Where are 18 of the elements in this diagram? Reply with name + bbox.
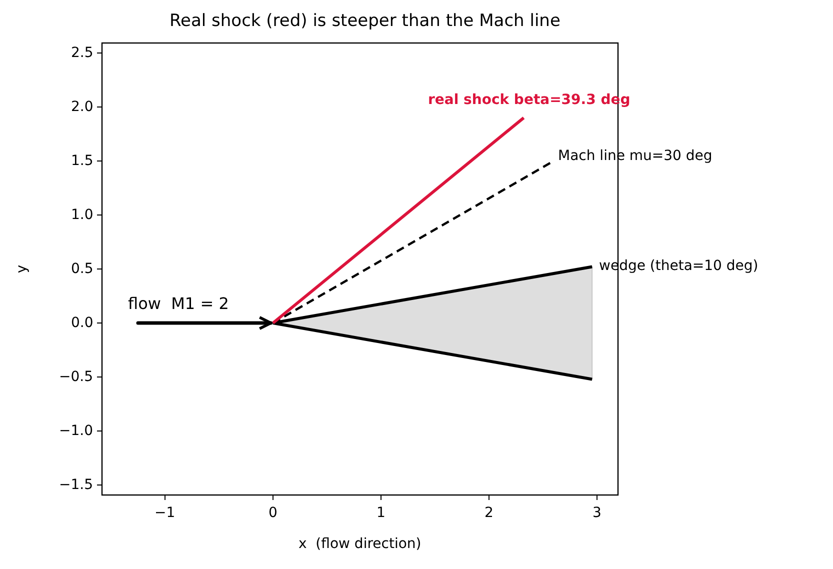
tick-label: 2.5 [71,46,94,60]
tick-label: 2.0 [71,100,94,114]
tick-label: −1 [154,506,176,520]
tick-label: 0.0 [71,316,94,330]
tick-label: 1.0 [71,208,94,222]
annotation-label: flow M1 = 2 [128,296,229,312]
tick-label: −1.5 [59,478,93,492]
tick-label: 1 [376,506,386,520]
tick-label: 2 [484,506,494,520]
axis-label: x (flow direction) [298,537,422,551]
axis-label: y [15,264,30,274]
chart-title: Real shock (red) is steeper than the Mach line [170,13,560,30]
tick-label: 3 [592,506,602,520]
tick-label: −0.5 [59,370,93,384]
tick-label: −1.0 [59,424,93,438]
tick-label: 0.5 [71,262,94,276]
tick-label: 1.5 [71,154,94,168]
tick-label: 0 [268,506,278,520]
